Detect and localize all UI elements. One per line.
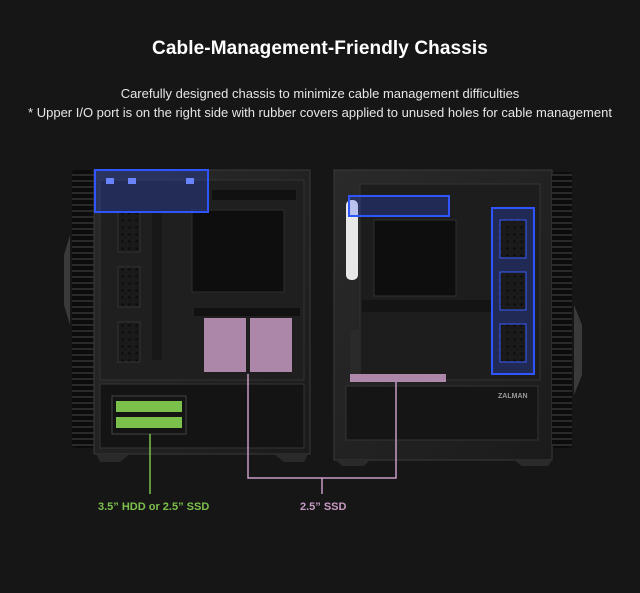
- hdd-ssd-callout-label: 3.5” HDD or 2.5” SSD: [98, 501, 210, 513]
- left-front-vent: [72, 170, 94, 448]
- left-ssd-tray-1: [204, 318, 246, 372]
- left-top-slot: [212, 190, 296, 200]
- right-cpu-cutout: [373, 219, 457, 297]
- subtitle-line-2: * Upper I/O port is on the right side wi…: [28, 105, 612, 120]
- rear-fan: [346, 200, 358, 280]
- left-shelf: [194, 308, 300, 316]
- left-foot-rear: [274, 454, 308, 462]
- left-cpu-cutout: [191, 209, 285, 293]
- right-psu-shroud: [345, 385, 539, 441]
- left-side-fin: [64, 235, 70, 325]
- hdd-bay-1: [116, 401, 182, 412]
- hdd-bay-2: [116, 417, 182, 428]
- right-foot-rear: [336, 460, 370, 466]
- io-port-3: [186, 178, 194, 184]
- page-title: Cable-Management-Friendly Chassis: [152, 38, 488, 59]
- right-front-vent: [552, 172, 572, 448]
- right-shelf: [362, 300, 492, 312]
- left-grommet-1: [117, 211, 141, 253]
- ssd-callout-label: 2.5” SSD: [300, 501, 347, 513]
- left-ssd-tray-2: [250, 318, 292, 372]
- left-grommet-3: [117, 321, 141, 363]
- right-side-fin: [574, 305, 582, 395]
- page-subtitle: Carefully designed chassis to minimize c…: [0, 84, 640, 122]
- io-port-1: [106, 178, 114, 184]
- io-port-2: [128, 178, 136, 184]
- left-foot-front: [96, 454, 130, 462]
- hdd-cage: [111, 395, 187, 435]
- callout-lines: [149, 374, 397, 494]
- subtitle-line-1: Carefully designed chassis to minimize c…: [120, 86, 520, 101]
- left-psu-shroud: [99, 383, 305, 449]
- right-ssd-strip: [350, 374, 446, 382]
- right-foot-front: [514, 460, 552, 466]
- left-grommet-2: [117, 266, 141, 308]
- pci-slots: [350, 330, 360, 380]
- brand-logo: ZALMAN: [498, 393, 528, 400]
- right-chassis-view: ZALMAN: [333, 169, 582, 466]
- left-chassis-view: [64, 169, 311, 462]
- right-top-highlight: [348, 195, 450, 217]
- right-grommet-3: [499, 323, 527, 363]
- left-io-highlight: [94, 169, 209, 213]
- right-grommet-2: [499, 271, 527, 311]
- left-tie-bar: [152, 210, 162, 360]
- right-grommet-1: [499, 219, 527, 259]
